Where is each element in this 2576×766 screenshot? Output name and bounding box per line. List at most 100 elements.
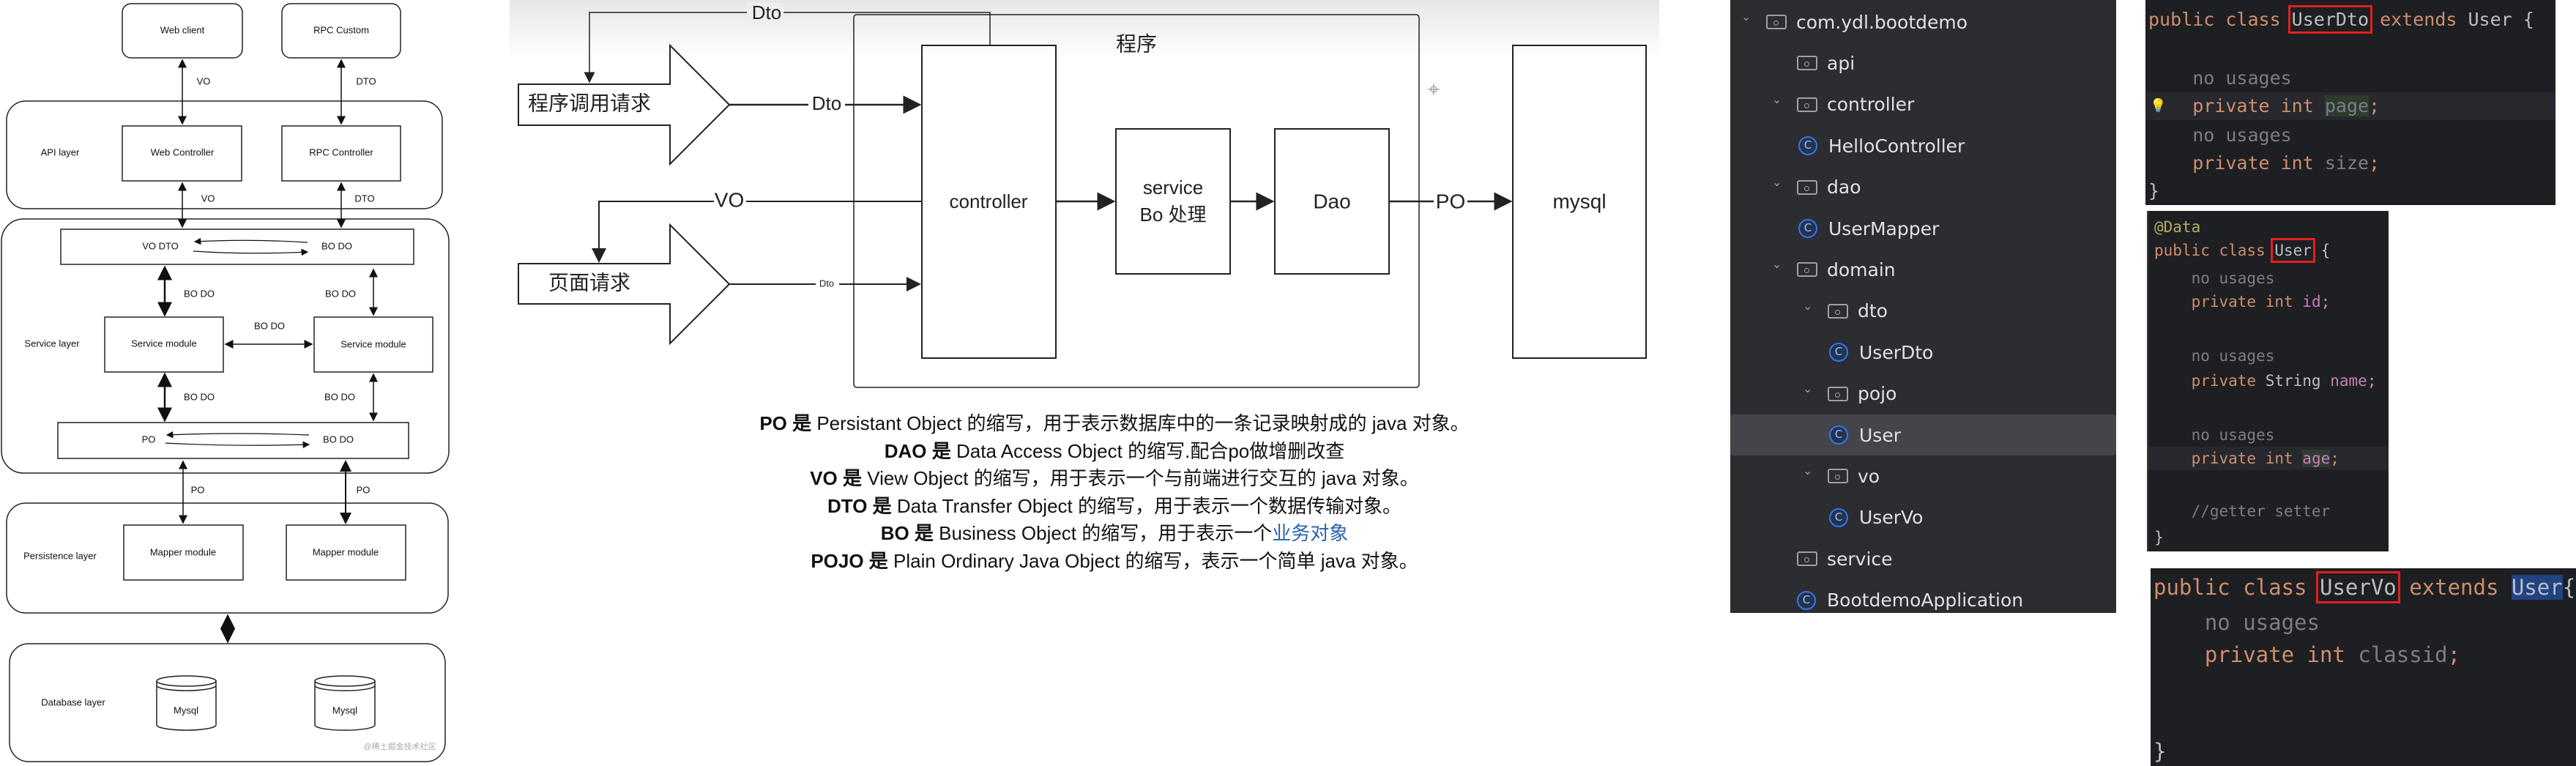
rpc-controller-label: RPC Controller bbox=[309, 146, 373, 157]
code-token: no usages bbox=[2154, 347, 2275, 365]
tree-item-label: HelloController bbox=[1828, 135, 1965, 157]
code-line[interactable]: public class User { bbox=[2148, 238, 2389, 263]
mapper-module-left bbox=[123, 524, 244, 581]
tree-item-domain[interactable]: ⌄domain bbox=[1730, 249, 2116, 290]
code-token: } bbox=[2154, 529, 2164, 546]
definition-text: Persistant Object 的缩写，用于表示数据库中的一条记录映射成的 … bbox=[811, 412, 1470, 434]
tree-item-service[interactable]: service bbox=[1730, 538, 2116, 579]
vo-dto-bar bbox=[60, 228, 414, 265]
definition-link[interactable]: 业务对象 bbox=[1272, 522, 1349, 544]
code-line[interactable]: no usages bbox=[2148, 423, 2389, 447]
code-line[interactable]: no usages bbox=[2148, 344, 2389, 368]
mysql-label: Mysql bbox=[174, 704, 198, 715]
chevron-down-icon[interactable]: ⌄ bbox=[1803, 464, 1813, 478]
definition-text: Business Object 的缩写，用于表示一个 bbox=[933, 522, 1273, 544]
chevron-down-icon[interactable]: ⌄ bbox=[1772, 174, 1782, 189]
vo-dto-label: VO DTO bbox=[142, 240, 179, 251]
code-line[interactable]: } bbox=[2151, 735, 2576, 766]
code-line[interactable]: } bbox=[2145, 177, 2555, 205]
service-layer-label: Service layer bbox=[24, 338, 80, 349]
layer-architecture-diagram: Web client RPC Custom VO DTO API layer W… bbox=[1, 3, 450, 762]
code-token: ; bbox=[2369, 95, 2380, 116]
service-module-right bbox=[313, 316, 433, 373]
code-token: page bbox=[2324, 95, 2370, 116]
persistence-layer bbox=[6, 502, 449, 614]
tree-item-api[interactable]: api bbox=[1730, 42, 2116, 83]
chevron-down-icon[interactable]: ⌄ bbox=[1772, 92, 1782, 106]
tree-item-vo[interactable]: ⌄vo bbox=[1730, 455, 2116, 497]
code-line[interactable] bbox=[2151, 671, 2576, 703]
service-module-left bbox=[104, 316, 224, 373]
conversion-arrows bbox=[165, 237, 310, 449]
program-request-arrow bbox=[518, 43, 731, 166]
code-line[interactable]: //getter setter bbox=[2148, 499, 2389, 523]
definition-term: VO 是 bbox=[810, 467, 862, 489]
definition-term: DTO 是 bbox=[827, 494, 892, 517]
mapper-module-label: Mapper module bbox=[150, 546, 216, 557]
code-token: User bbox=[2271, 238, 2315, 263]
mysql-label: mysql bbox=[1552, 190, 1606, 212]
code-line[interactable]: no usages bbox=[2145, 122, 2555, 149]
code-line[interactable] bbox=[2145, 35, 2555, 63]
code-line[interactable]: no usages bbox=[2151, 606, 2576, 639]
code-line[interactable]: private int id; bbox=[2148, 290, 2389, 313]
package-folder-icon bbox=[1797, 97, 1817, 112]
package-folder-icon bbox=[1797, 551, 1817, 567]
definition-line: PO 是 Persistant Object 的缩写，用于表示数据库中的一条记录… bbox=[659, 410, 1570, 438]
code-line[interactable]: private int age; bbox=[2148, 447, 2389, 470]
code-line[interactable]: private int classid; bbox=[2151, 639, 2576, 671]
tree-item-dto[interactable]: ⌄dto bbox=[1730, 291, 2116, 332]
code-line[interactable] bbox=[2151, 703, 2576, 735]
tree-item-label: com.ydl.bootdemo bbox=[1796, 11, 1968, 33]
code-line[interactable]: no usages bbox=[2148, 267, 2389, 290]
code-line[interactable]: @Data bbox=[2148, 215, 2389, 239]
edge-label: BO DO bbox=[184, 288, 215, 299]
program-request-label: 程序调用请求 bbox=[528, 92, 651, 114]
tree-item-pojo[interactable]: ⌄pojo bbox=[1730, 373, 2116, 414]
class-icon: C bbox=[1829, 425, 1848, 445]
code-line[interactable] bbox=[2148, 473, 2389, 497]
code-line[interactable]: 💡 private int page; bbox=[2145, 92, 2555, 120]
code-token: private int bbox=[2148, 152, 2325, 174]
page-request-arrow bbox=[518, 223, 731, 346]
chevron-down-icon[interactable]: ⌄ bbox=[1741, 10, 1752, 23]
edge-label: VO bbox=[197, 75, 211, 86]
connector-arrows bbox=[157, 59, 378, 644]
tree-item-com.ydl.bootdemo[interactable]: ⌄ com.ydl.bootdemo bbox=[1730, 1, 2116, 42]
code-line[interactable]: } bbox=[2148, 526, 2389, 549]
code-line[interactable]: no usages bbox=[2145, 64, 2555, 92]
bo-do-label: BO DO bbox=[323, 434, 354, 445]
code-line[interactable]: public class UserDto extends User { bbox=[2145, 5, 2555, 34]
chevron-down-icon[interactable]: ⌄ bbox=[1772, 257, 1782, 272]
tree-item-controller[interactable]: ⌄controller bbox=[1730, 84, 2116, 125]
move-cursor-icon bbox=[1428, 83, 1440, 95]
tree-item-dao[interactable]: ⌄dao bbox=[1730, 167, 2116, 208]
code-line[interactable]: public class UserVo extends User{ bbox=[2151, 571, 2576, 603]
code-token: size bbox=[2324, 152, 2370, 174]
definition-line: DAO 是 Data Access Object 的缩写.配合po做增删改查 bbox=[659, 438, 1570, 466]
service-layer bbox=[1, 218, 450, 474]
service-module-label: Service module bbox=[131, 338, 197, 349]
edge-label: DTO bbox=[356, 75, 376, 86]
code-token: private int bbox=[2148, 95, 2325, 116]
code-line[interactable] bbox=[2148, 313, 2389, 337]
code-line[interactable]: private String name; bbox=[2148, 369, 2389, 393]
tree-item-label: User bbox=[1859, 424, 1901, 446]
tree-item-user[interactable]: C User bbox=[1730, 414, 2116, 455]
chevron-down-icon[interactable]: ⌄ bbox=[1803, 381, 1813, 395]
mysql-label: Mysql bbox=[332, 704, 357, 715]
tree-item-label: UserVo bbox=[1859, 507, 1924, 529]
code-token: User bbox=[2511, 575, 2563, 600]
code-line[interactable]: private int size; bbox=[2145, 149, 2555, 177]
lightbulb-icon[interactable]: 💡 bbox=[2150, 98, 2167, 114]
code-line[interactable] bbox=[2148, 395, 2389, 419]
package-folder-icon bbox=[1797, 262, 1817, 278]
chevron-down-icon[interactable]: ⌄ bbox=[1803, 298, 1813, 313]
